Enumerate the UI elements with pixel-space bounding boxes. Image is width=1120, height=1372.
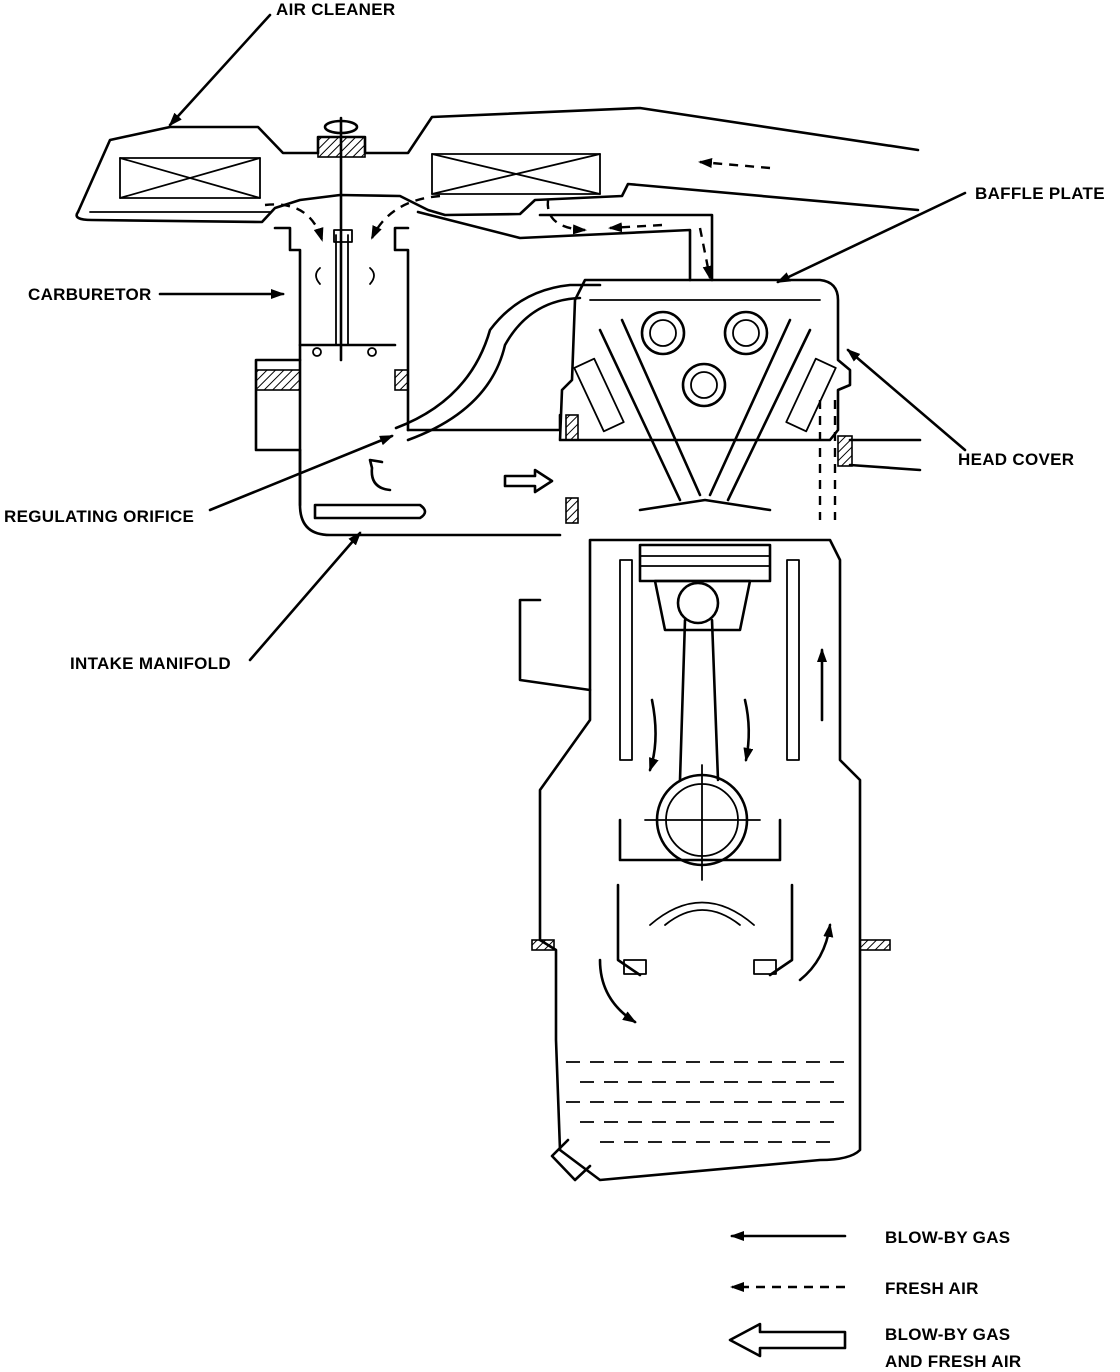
carburetor [254,226,410,507]
labels: AIR CLEANER BAFFLE PLATE CARBURETOR HEAD… [4,0,1105,673]
baffle-plate-label: BAFFLE PLATE [975,184,1105,203]
legend-fresh-air: FRESH AIR [730,1279,979,1298]
cylinder-head [558,278,922,512]
legend: BLOW-BY GAS FRESH AIR BLOW-BY GAS AND FR… [728,1228,1021,1371]
ventilation-hoses [394,210,714,442]
legend-blow-by-gas-label: BLOW-BY GAS [885,1228,1010,1247]
head-cover-label: HEAD COVER [958,450,1074,469]
flow-arrows [264,158,837,1024]
oil-sump [566,1061,850,1143]
regulating-orifice-label: REGULATING ORIFICE [4,507,194,526]
legend-combined: BLOW-BY GAS AND FRESH AIR [728,1322,1021,1371]
legend-combined-label-line1: BLOW-BY GAS [885,1325,1010,1344]
intake-manifold [298,413,579,537]
legend-combined-label-line2: AND FRESH AIR [885,1352,1021,1371]
air-cleaner-label: AIR CLEANER [276,0,395,19]
cylinder-block [518,538,891,1182]
legend-fresh-air-label: FRESH AIR [885,1279,979,1298]
open-arrow-icon [728,1322,847,1358]
legend-blow-by-gas: BLOW-BY GAS [730,1228,1010,1247]
air-cleaner [75,106,920,362]
intake-manifold-label: INTAKE MANIFOLD [70,654,231,673]
leader-lines [158,13,967,662]
carburetor-label: CARBURETOR [28,285,152,304]
